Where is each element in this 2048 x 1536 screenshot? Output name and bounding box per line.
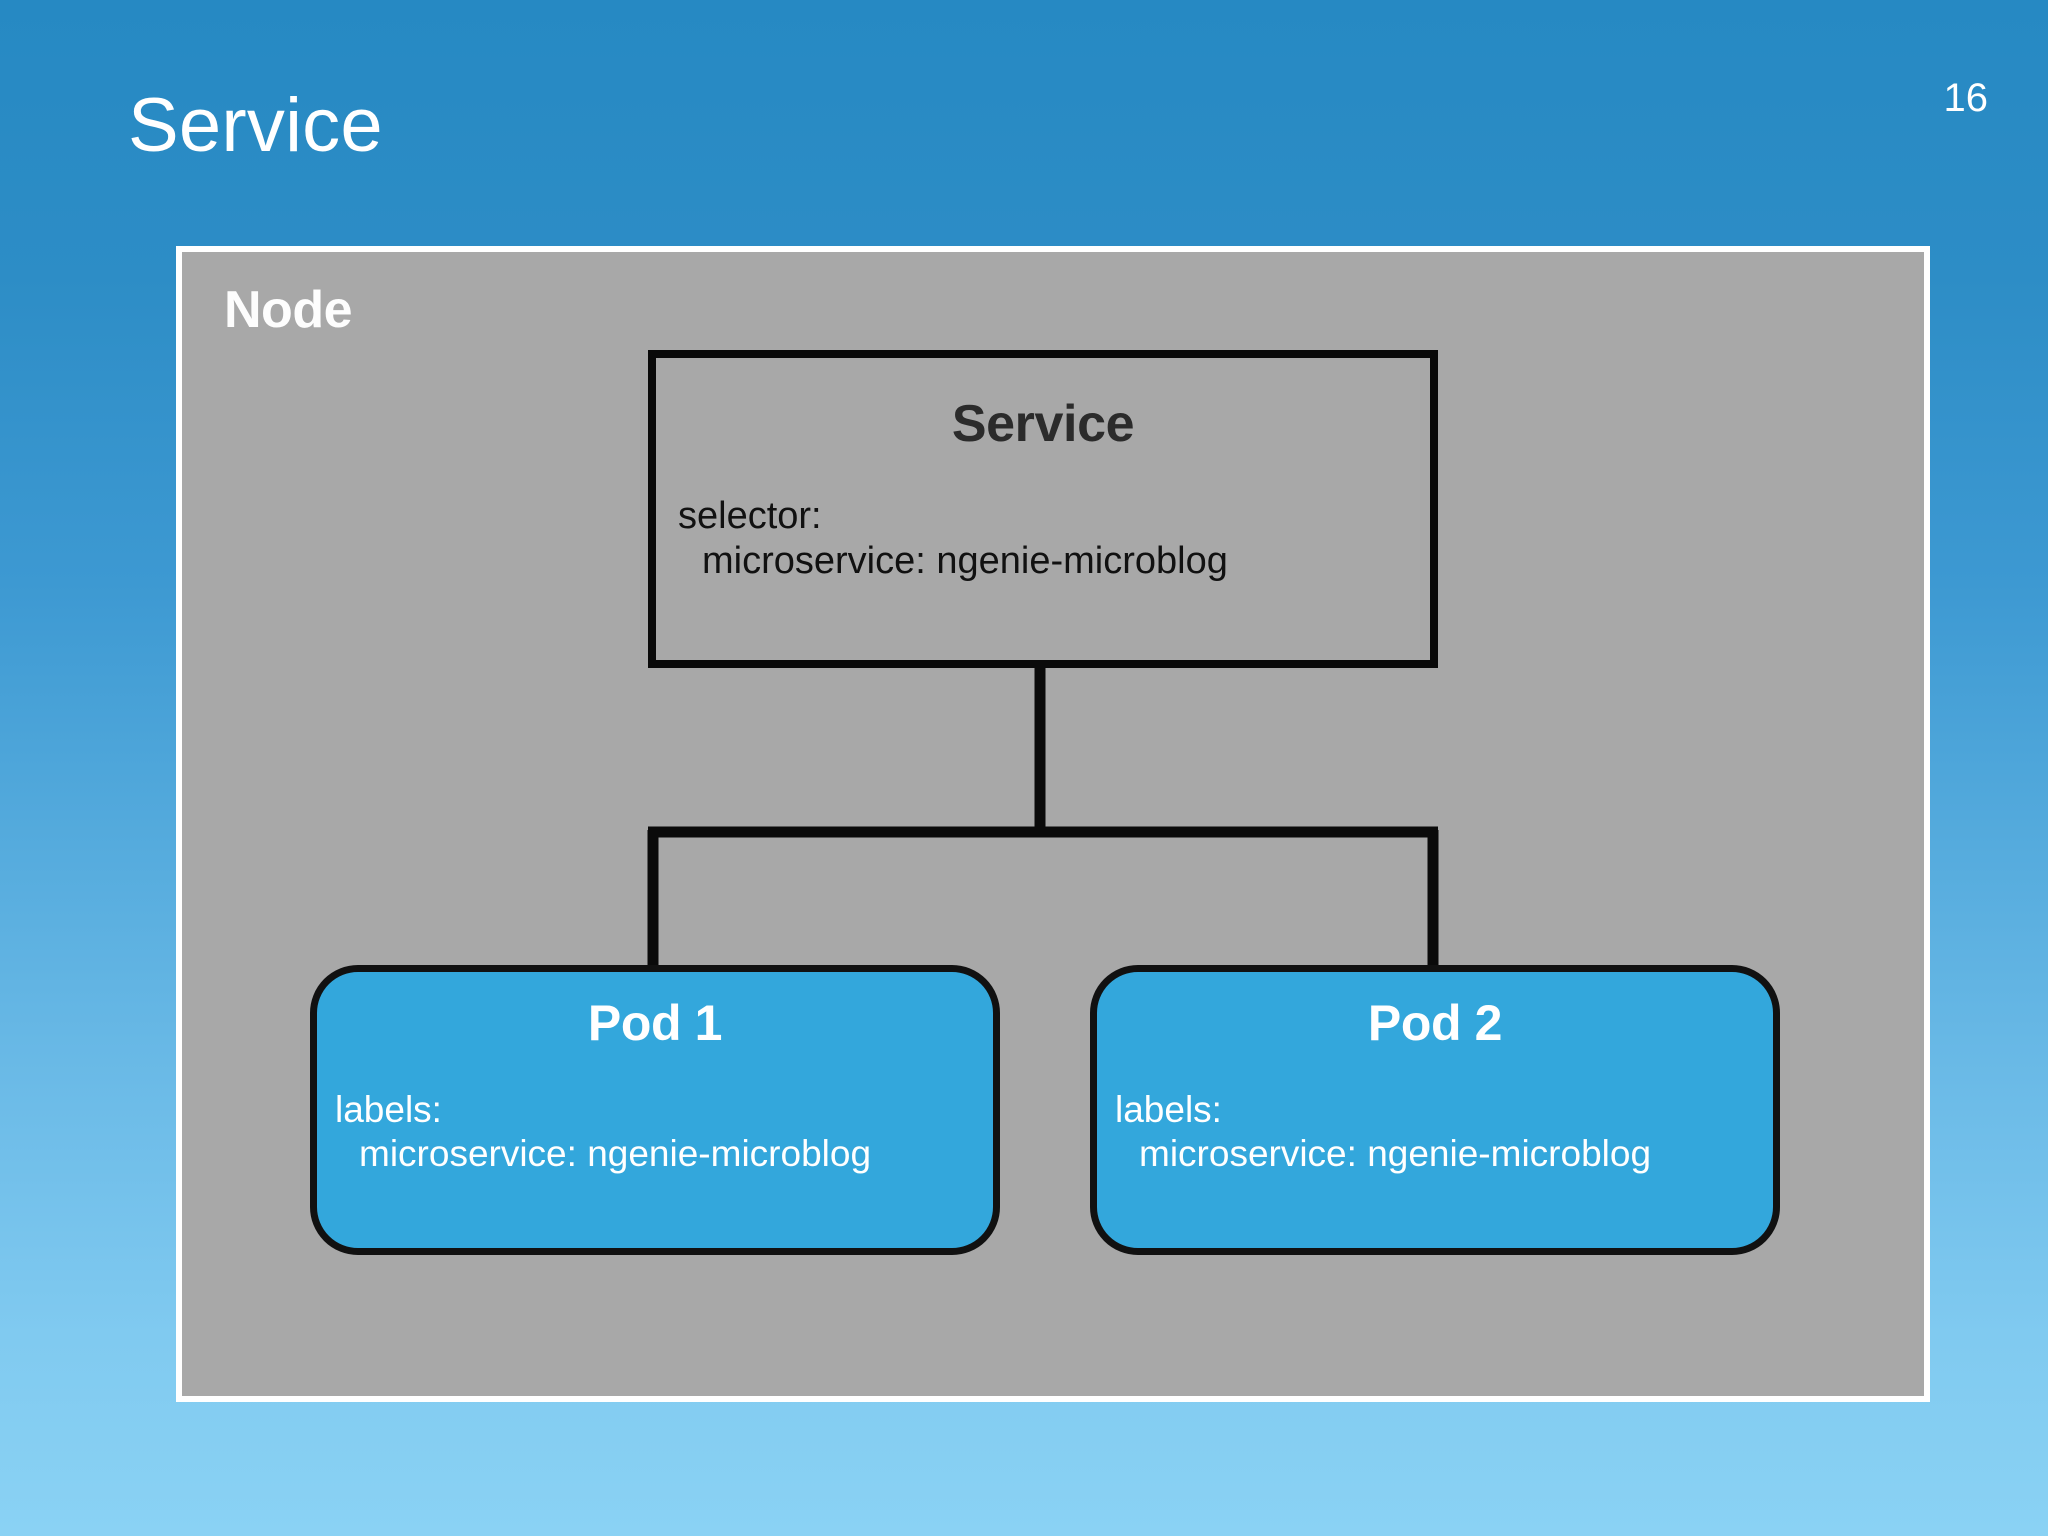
pod-2-labels-block: labels: microservice: ngenie-microblog [1097,1088,1773,1175]
pod-1-labels-key: labels: [335,1089,442,1130]
pod-2-labels-key: labels: [1115,1089,1222,1130]
pod-1-labels-value: microservice: ngenie-microblog [359,1132,872,1174]
slide-number: 16 [1943,76,1989,120]
pod-2-labels-value: microservice: ngenie-microblog [1139,1132,1652,1174]
service-selector-key: selector: [678,495,822,537]
pod-2-title: Pod 2 [1367,995,1503,1051]
pod-1-labels-block: labels: microservice: ngenie-microblog [317,1088,993,1175]
service-selector-block: selector: microservice: ngenie-microblog [656,494,1430,584]
pod-1-box: Pod 1 labels: microservice: ngenie-micro… [310,965,1000,1255]
pod-1-title: Pod 1 [587,995,723,1051]
service-selector-value: microservice: ngenie-microblog [702,539,1228,582]
service-box: Service selector: microservice: ngenie-m… [648,350,1438,668]
node-label: Node [224,281,353,339]
page-title: Service [128,83,383,168]
service-box-title: Service [951,395,1135,453]
pod-2-box: Pod 2 labels: microservice: ngenie-micro… [1090,965,1780,1255]
